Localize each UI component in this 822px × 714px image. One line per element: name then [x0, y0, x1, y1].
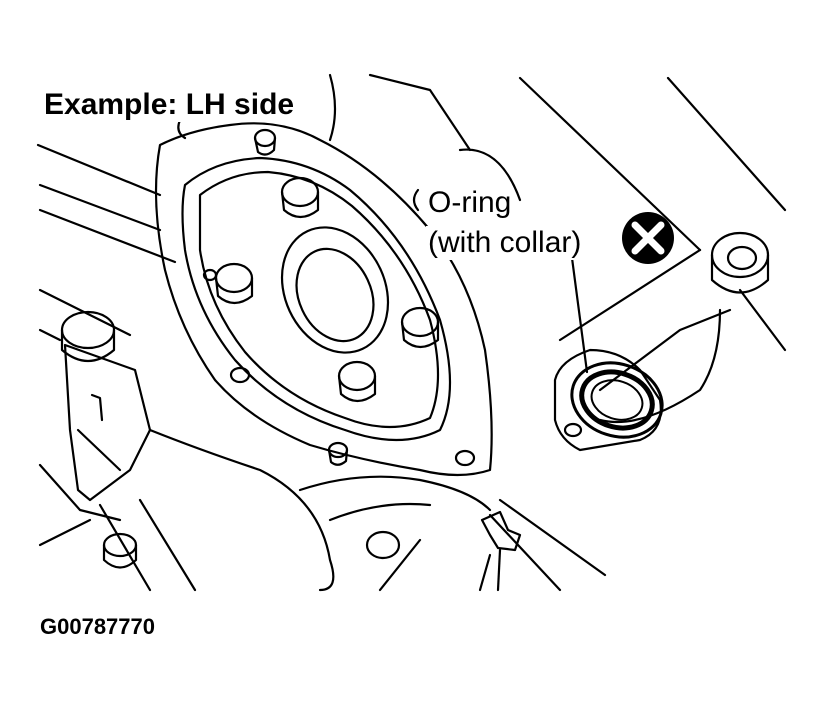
left-bracket	[36, 143, 197, 592]
flange-plate	[154, 122, 493, 477]
dowel-top	[253, 128, 277, 156]
callout-collar-label: (with collar)	[426, 226, 584, 260]
view-label: Example: LH side	[40, 88, 299, 122]
coolant-pipe	[553, 231, 770, 452]
callout-oring-label: O-ring	[426, 186, 514, 220]
lower-housing	[148, 428, 607, 592]
bolt-right	[400, 306, 440, 349]
x-mark-icon	[622, 212, 674, 264]
dowel-bottom	[327, 441, 349, 466]
bolt-bottom	[337, 360, 377, 403]
flange-bolts	[214, 128, 440, 466]
figure-id: G00787770	[40, 614, 155, 639]
bolt-left	[214, 262, 254, 305]
o-ring	[570, 361, 664, 439]
background-structure	[328, 73, 787, 352]
bolt-top	[280, 176, 320, 219]
